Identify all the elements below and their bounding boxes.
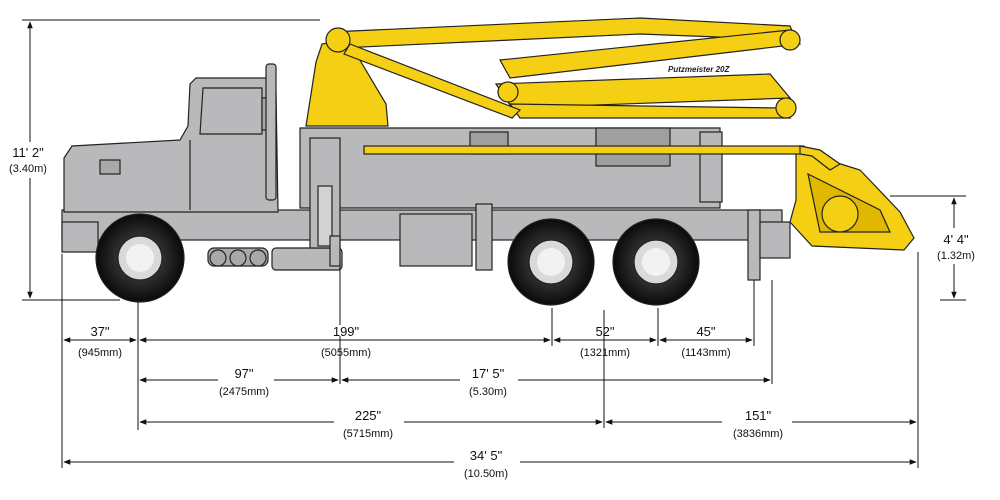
rear-outrigger <box>747 209 761 281</box>
axle-outrigger-front-metric: (2475mm) <box>219 386 269 398</box>
truck-illustration: Putzmeister 20Z <box>61 17 915 306</box>
boom-section-3 <box>494 73 792 109</box>
overall-height-label: 11' 2" <box>12 145 44 160</box>
hopper-height-metric: (1.32m) <box>937 250 975 262</box>
overall-length-metric: (10.50m) <box>464 468 508 480</box>
rear-wheel-2 <box>612 218 700 306</box>
tandem-spread-metric: (1321mm) <box>580 347 630 359</box>
wheelbase-front-label: 199" <box>333 324 360 339</box>
front-wheel <box>95 213 185 303</box>
cab-window <box>199 87 263 135</box>
outrigger-spread-label: 17' 5" <box>472 366 505 381</box>
brand-label: Putzmeister 20Z <box>668 65 730 74</box>
rear-axle-outrigger-label: 45" <box>696 324 715 339</box>
hopper-height-label: 4' 4" <box>943 232 969 247</box>
front-outrigger <box>329 235 341 267</box>
axle-tandem-center-label: 225" <box>355 408 382 423</box>
overall-height-metric: (3.40m) <box>9 163 47 175</box>
outrigger-spread-metric: (5.30m) <box>469 386 507 398</box>
dimension-labels: 11' 2" (3.40m) 4' 4" (1.32m) 37" (945mm)… <box>4 142 982 480</box>
boom-section-2 <box>499 29 802 79</box>
exhaust-stack <box>265 63 277 201</box>
delivery-pipe <box>363 145 805 155</box>
overall-length-label: 34' 5" <box>470 448 503 463</box>
rear-wheel-1 <box>507 218 595 306</box>
boom-section-4 <box>508 103 792 119</box>
rear-axle-outrigger-metric: (1143mm) <box>681 347 730 359</box>
wheelbase-front-metric: (5055mm) <box>321 347 371 359</box>
tandem-spread-label: 52" <box>595 324 614 339</box>
front-overhang-metric: (945mm) <box>78 347 122 359</box>
tandem-rear-metric: (3836mm) <box>733 428 783 440</box>
axle-outrigger-front-label: 97" <box>234 366 253 381</box>
front-overhang-label: 37" <box>90 324 109 339</box>
tandem-rear-label: 151" <box>745 408 772 423</box>
axle-tandem-center-metric: (5715mm) <box>343 428 393 440</box>
